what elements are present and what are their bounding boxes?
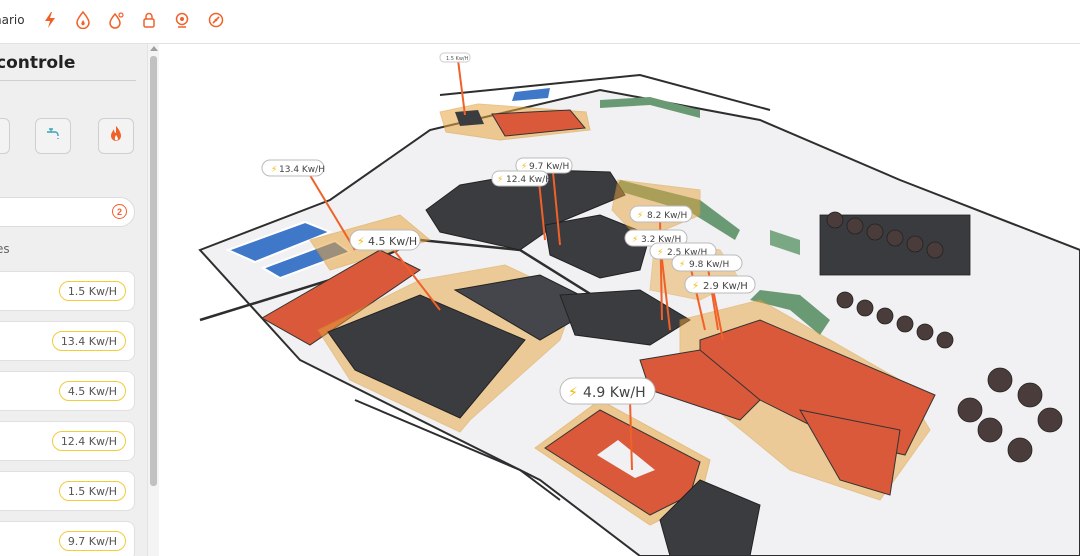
green-area bbox=[600, 97, 700, 118]
tank-farm bbox=[819, 211, 1063, 463]
result-count-badge: 2 bbox=[112, 204, 127, 219]
map-label-text: 8.2 Kw/H bbox=[647, 211, 687, 221]
svg-text:⚡: ⚡ bbox=[692, 281, 699, 292]
svg-text:⚡: ⚡ bbox=[637, 211, 643, 221]
map-label-text: 1.5 Kw/H bbox=[446, 56, 469, 62]
map-label-text: 2.9 Kw/H bbox=[703, 281, 748, 292]
map-label-text: 9.8 Kw/H bbox=[689, 260, 729, 270]
map-label[interactable]: 1.5 Kw/H bbox=[439, 52, 471, 63]
consumption-pill: 1.5 Kw/H bbox=[58, 481, 126, 501]
scroll-up-arrow[interactable] bbox=[150, 46, 158, 51]
svg-text:⚡: ⚡ bbox=[657, 248, 663, 258]
panel-scrollbar[interactable] bbox=[147, 44, 159, 556]
svg-text:⚡: ⚡ bbox=[271, 165, 277, 175]
svg-text:⚡: ⚡ bbox=[632, 235, 638, 245]
water-pool bbox=[225, 220, 333, 264]
list-item[interactable]: 1.5 Kw/H bbox=[0, 471, 135, 511]
top-bar: nario bbox=[0, 0, 1080, 44]
svg-text:⚡: ⚡ bbox=[679, 260, 685, 270]
scrollbar-thumb[interactable] bbox=[150, 56, 157, 486]
map-label-text: 13.4 Kw/H bbox=[279, 165, 325, 175]
list-item[interactable]: 12.4 Kw/H bbox=[0, 421, 135, 461]
map-label-text: 3.2 Kw/H bbox=[641, 235, 681, 245]
gauge-icon[interactable] bbox=[206, 10, 226, 30]
search-input[interactable]: 2 bbox=[0, 197, 135, 227]
flame-icon bbox=[109, 125, 123, 148]
panel-title: controle bbox=[0, 53, 76, 73]
roof-red bbox=[491, 109, 586, 137]
consumption-pill: 9.7 Kw/H bbox=[58, 531, 126, 551]
svg-text:⚡: ⚡ bbox=[568, 385, 578, 401]
site-boundary bbox=[354, 399, 561, 501]
map-label-text: 2.5 Kw/H bbox=[667, 248, 707, 258]
list-item[interactable]: 1.5 Kw/H bbox=[0, 271, 135, 311]
svg-text:⚡: ⚡ bbox=[521, 162, 527, 172]
roof-dark bbox=[659, 479, 761, 556]
map-label-text: 4.5 Kw/H bbox=[368, 235, 417, 248]
faucet-icon bbox=[45, 127, 61, 146]
title-divider bbox=[0, 80, 136, 81]
green-area bbox=[770, 230, 800, 255]
list-item[interactable]: 13.4 Kw/H bbox=[0, 321, 135, 361]
water-drop-icon[interactable] bbox=[106, 10, 126, 30]
roof-dark bbox=[455, 110, 484, 126]
consumption-pill: 4.5 Kw/H bbox=[58, 381, 126, 401]
water-type-button[interactable] bbox=[35, 118, 71, 154]
type-button-cut[interactable] bbox=[0, 118, 10, 154]
lock-icon[interactable] bbox=[139, 10, 159, 30]
webcam-icon[interactable] bbox=[172, 10, 192, 30]
svg-text:⚡: ⚡ bbox=[497, 175, 503, 185]
consumption-pill: 1.5 Kw/H bbox=[58, 281, 126, 301]
roof-dark bbox=[559, 289, 691, 346]
roof-dark bbox=[327, 294, 526, 419]
site-boundary bbox=[439, 73, 771, 111]
map-label[interactable]: ⚡ 12.4 Kw/H bbox=[491, 170, 552, 187]
map-label[interactable]: ⚡ 8.2 Kw/H bbox=[629, 205, 693, 223]
map-label-text: 4.9 Kw/H bbox=[583, 385, 646, 401]
roof-dark bbox=[544, 214, 651, 279]
map-label-text: 9.7 Kw/H bbox=[529, 162, 569, 172]
scenario-label: nario bbox=[0, 13, 25, 27]
consumption-pill: 13.4 Kw/H bbox=[51, 331, 126, 351]
green-area bbox=[750, 290, 830, 335]
roof-red bbox=[260, 249, 421, 346]
section-label: es bbox=[0, 242, 10, 256]
water-pool bbox=[512, 88, 550, 101]
gas-type-button[interactable] bbox=[98, 118, 134, 154]
site-3d-map[interactable]: 1.5 Kw/H ⚡ 13.4 Kw/H ⚡ 9.7 Kw/H ⚡ 12.4 K… bbox=[160, 44, 1080, 556]
map-label[interactable]: ⚡ 9.8 Kw/H bbox=[671, 254, 743, 272]
map-label[interactable]: ⚡ 9.7 Kw/H bbox=[515, 157, 573, 174]
list-item[interactable]: 4.5 Kw/H bbox=[0, 371, 135, 411]
roof-red bbox=[799, 409, 901, 496]
map-label[interactable]: ⚡ 2.9 Kw/H bbox=[684, 275, 756, 294]
map-label[interactable]: ⚡ 4.9 Kw/H bbox=[559, 377, 656, 405]
list-item[interactable]: 9.7 Kw/H bbox=[0, 521, 135, 556]
courtyard bbox=[597, 440, 655, 478]
fire-drop-icon[interactable] bbox=[73, 10, 93, 30]
consumption-pill: 12.4 Kw/H bbox=[51, 431, 126, 451]
svg-text:⚡: ⚡ bbox=[357, 235, 365, 248]
control-panel: controle 2 es 1.5 Kw/H 13.4 Kw/H 4.5 Kw/… bbox=[0, 44, 147, 556]
map-label-text: 12.4 Kw/H bbox=[506, 175, 552, 185]
map-label[interactable]: ⚡ 13.4 Kw/H bbox=[261, 159, 325, 177]
lightning-icon[interactable] bbox=[40, 10, 60, 30]
map-label[interactable]: ⚡ 4.5 Kw/H bbox=[349, 229, 421, 251]
